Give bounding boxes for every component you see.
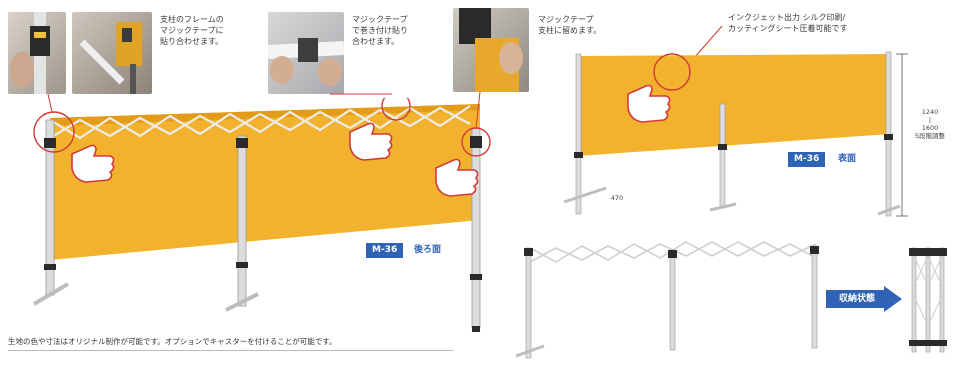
pointing-hand-icon: [71, 144, 115, 183]
footer-note: 生地の色や寸法はオリジナル制作が可能です。オプションでキャスターを付けることが可…: [8, 337, 337, 346]
photo-pole-clip: [8, 12, 66, 94]
front-side-illustration: [563, 51, 908, 217]
base-depth-dimension: 470: [610, 194, 624, 202]
folded-frame-illustration: [909, 247, 947, 353]
banner-top-edge: [50, 104, 480, 126]
storage-label: 収納状態: [838, 294, 875, 304]
height-dimension: 1240 | 1600 5段階調整: [914, 108, 946, 140]
footer-divider: [8, 350, 453, 351]
scissor-frame: [49, 105, 471, 140]
caption-print-options: インクジェット出力 シルク印刷/ カッティングシート圧着可能です: [728, 13, 848, 33]
pointing-hand-icon: [349, 122, 393, 161]
back-side-illustration: [32, 98, 491, 332]
arrow-right-icon-shape: [826, 286, 902, 312]
badge-front-side: 表面: [838, 154, 857, 164]
front-banner: [578, 54, 890, 156]
photo-frame-velcro-art: [79, 22, 142, 94]
arrow-right-icon: [826, 286, 902, 312]
highlight-circle-icon: [33, 111, 75, 153]
highlight-circle-icon: [381, 98, 411, 121]
photo-pole-velcro-art: [459, 8, 523, 92]
caption-wrap-velcro: マジックテープ で巻き付け貼り 合わせます。: [352, 15, 408, 46]
badge-back-side: 後ろ面: [414, 245, 442, 255]
photo-frame-velcro: [72, 12, 152, 94]
badge-back-code: M-36: [366, 243, 404, 258]
poles: [32, 119, 482, 332]
photo-wrap-velcro: [268, 12, 344, 94]
photo-pole-clip-art: [10, 12, 50, 94]
highlight-circle-icon: [653, 53, 691, 91]
pointing-hand-icon: [627, 84, 671, 123]
photo-pole-velcro: [453, 8, 529, 92]
caption-pole-velcro: マジックテープ 支柱に留めます。: [538, 15, 602, 35]
frame-only-illustration: [516, 241, 819, 359]
pointing-hand-icon: [435, 158, 479, 197]
photo-wrap-velcro-art: [268, 38, 344, 86]
caption-frame-velcro: 支柱のフレームの マジックテープに 貼り合わせます。: [160, 15, 224, 46]
badge-front-code: M-36: [788, 152, 826, 167]
